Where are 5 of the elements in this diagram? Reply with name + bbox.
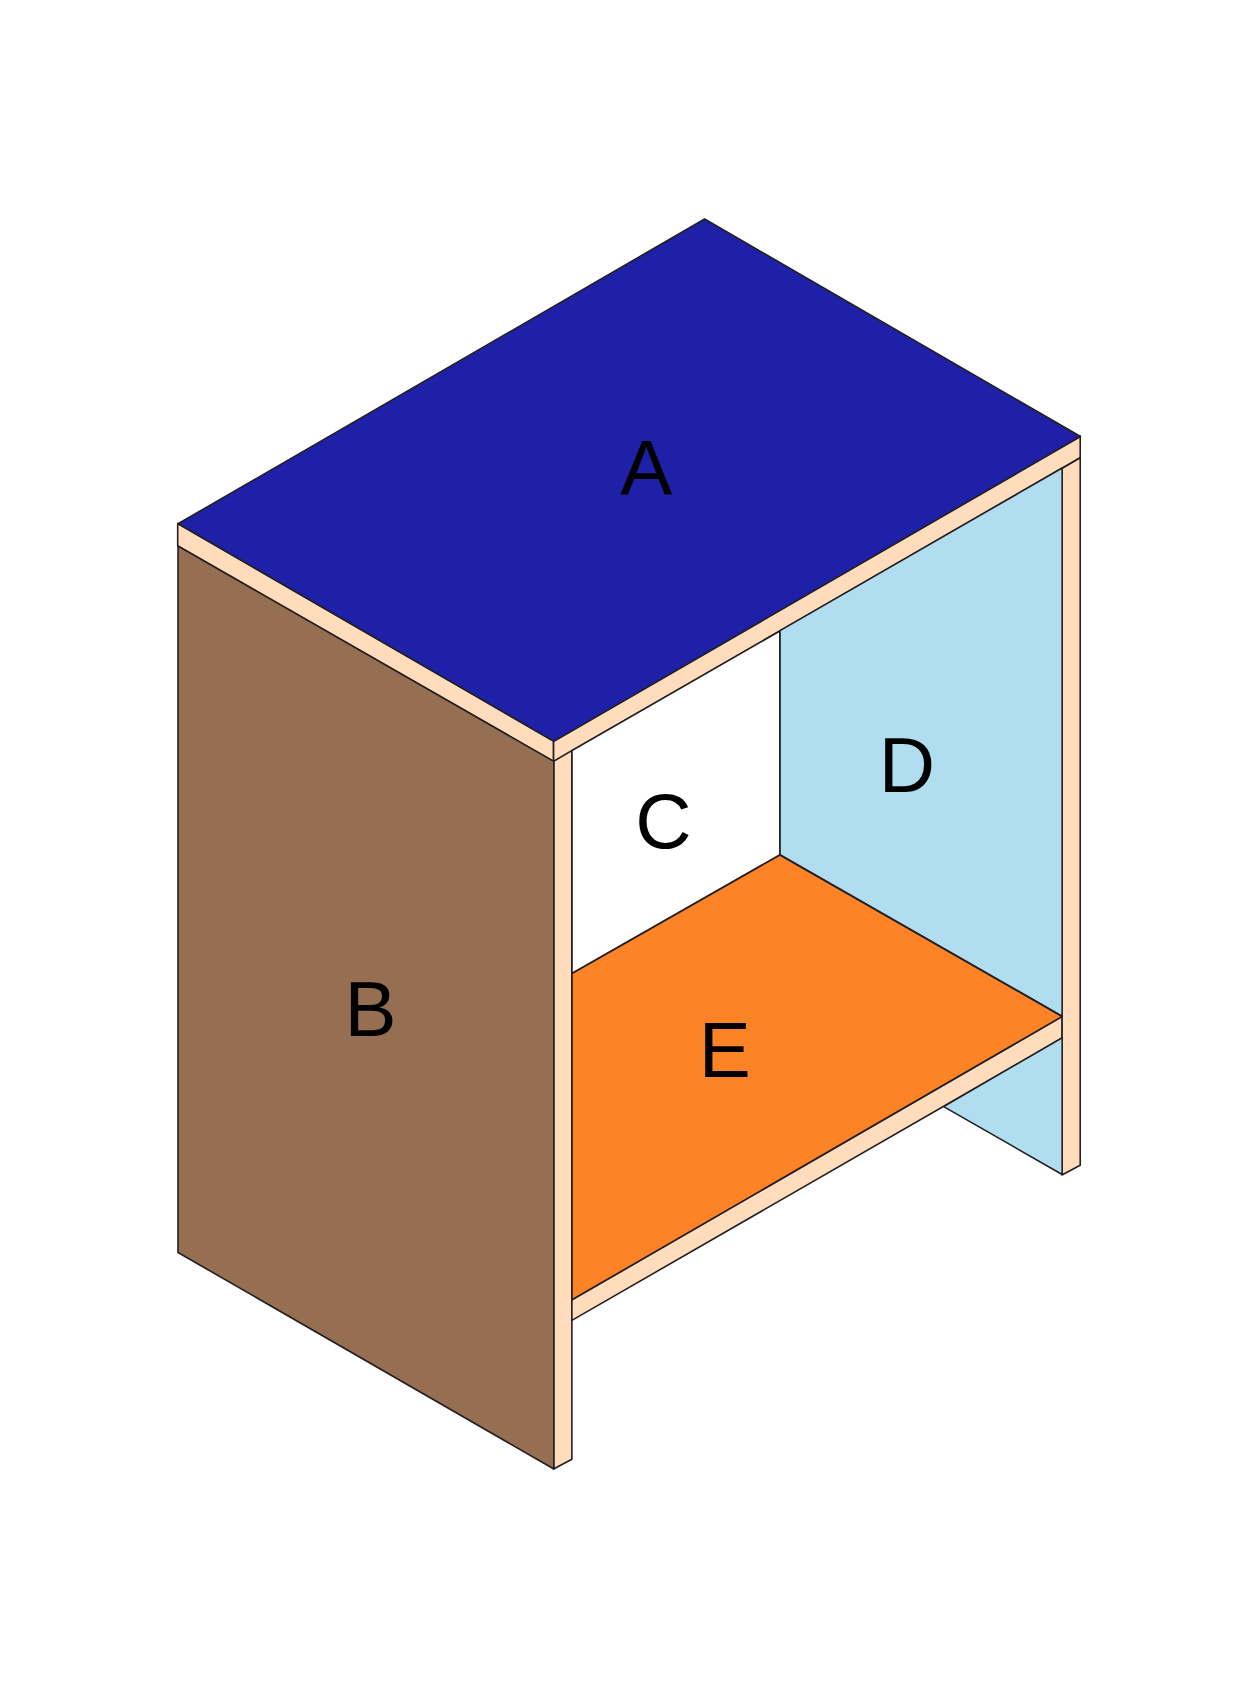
- panel-label: B: [344, 970, 397, 1049]
- panel-label: D: [878, 725, 935, 804]
- panel-label: E: [698, 1011, 751, 1090]
- panel-label: C: [635, 781, 692, 860]
- panel-label: A: [620, 429, 673, 508]
